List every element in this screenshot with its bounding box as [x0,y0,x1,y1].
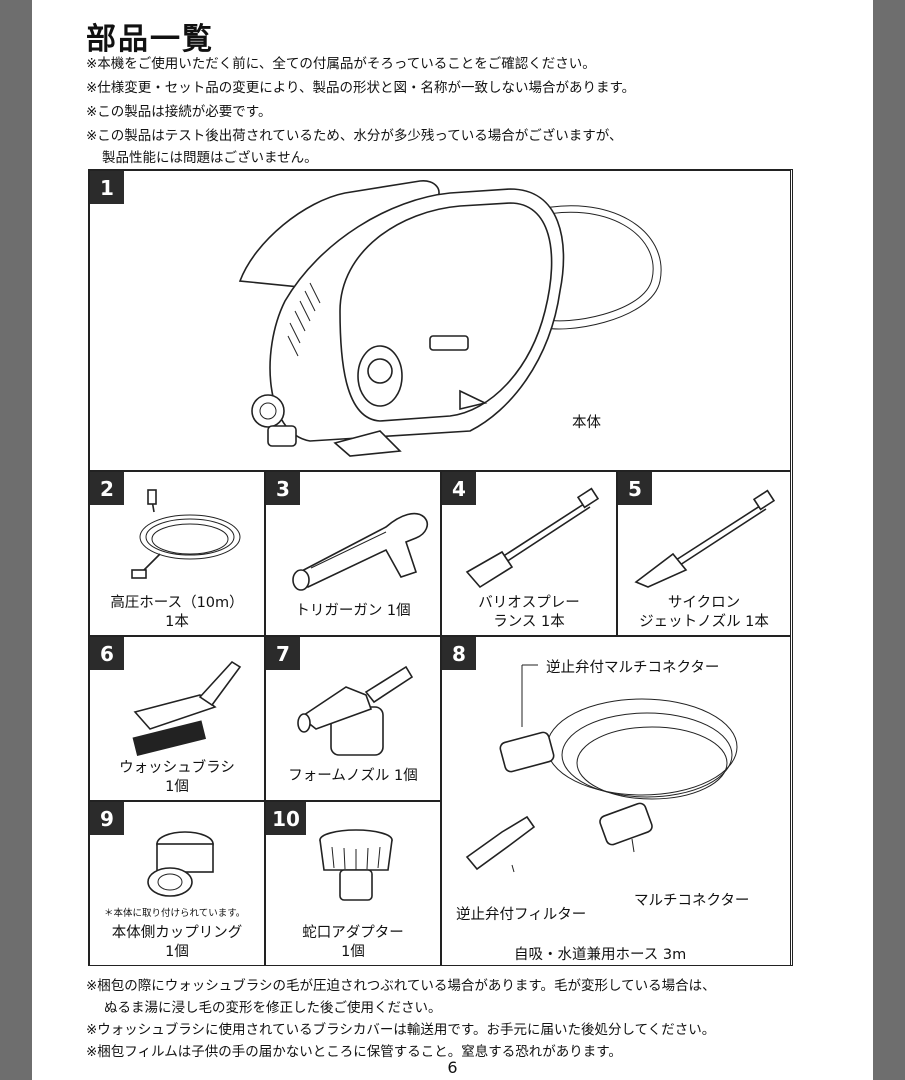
footnote-2: ぬるま湯に浸し毛の変形を修正した後ご使用ください。 [104,1000,442,1016]
note-2: ※仕様変更・セット品の変更により、製品の形状と図・名称が一致しない場合があります… [86,80,636,96]
page-title: 部品一覧 [86,22,214,57]
part-7-cell: 7 フォームノズル 1個 [265,636,441,801]
multi-connector-hose-illustration [465,664,738,873]
part-2-caption: 高圧ホース（10m） 1本 [110,595,244,630]
high-pressure-hose-icon [131,489,241,579]
faucet-adapter-icon [319,829,393,901]
part-4-cell: 4 バリオスプレー ランス 1本 [441,471,617,636]
note-4: ※この製品はテスト後出荷されているため、水分が多少残っている場合がございますが、 [86,128,623,144]
manual-page: 部品一覧 ※本機をご使用いただく前に、全ての付属品がそろっていることをご確認くだ… [32,0,873,1080]
coupling-icon [147,831,214,897]
part-5-cell: 5 サイクロン ジェットノズル 1本 [617,471,791,636]
part-7-caption: フォームノズル 1個 [288,768,418,784]
note-3: ※この製品は接続が必要です。 [86,104,272,120]
part-2-cell: 2 高圧ホース（10m） 1本 [89,471,265,636]
part-number-6: 6 [90,637,124,670]
check-valve-filter-label: 逆止弁付フィルター [456,907,587,923]
part-10-cell: 10 蛇口アダプター 1個 [265,801,441,966]
part-number-9: 9 [90,802,124,835]
part-9-caption: 本体側カップリング 1個 [111,925,243,960]
multi-connector-check-valve-label: 逆止弁付マルチコネクター [546,660,720,676]
part-9-cell: 9 ＊本体に取り付けられています。 本体側カップリング 1個 [89,801,265,966]
part-3-caption: トリガーガン 1個 [295,603,411,619]
part-4-caption: バリオスプレー ランス 1本 [478,595,580,630]
footnote-1: ※梱包の際にウォッシュブラシの毛が圧迫されつぶれている場合があります。毛が変形し… [86,978,716,994]
part-number-4: 4 [442,472,476,505]
part-number-7: 7 [266,637,300,670]
part-number-10: 10 [266,802,306,835]
part-5-caption: サイクロン ジェットノズル 1本 [639,595,769,630]
coupling-attached-note: ＊本体に取り付けられています。 [104,908,246,919]
parts-grid: 1 本体 [88,169,793,966]
part-number-1: 1 [90,171,124,204]
part-1-cell: 1 本体 [89,170,791,471]
part-number-3: 3 [266,472,300,505]
foam-nozzle-icon [297,665,414,756]
pressure-washer-body-illustration [238,180,662,457]
part-number-5: 5 [618,472,652,505]
vario-spray-lance-icon [465,487,600,589]
wash-brush-icon [132,660,242,757]
note-1: ※本機をご使用いただく前に、全ての付属品がそろっていることをご確認ください。 [86,56,596,72]
part-10-caption: 蛇口アダプター 1個 [302,925,404,960]
footnote-3: ※ウォッシュブラシに使用されているブラシカバーは輸送用です。お手元に届いた後処分… [86,1022,716,1038]
part-number-8: 8 [442,637,476,670]
part-6-caption: ウォッシュブラシ 1個 [119,760,235,795]
part-8-cell: 8 逆止弁付マルチコネクター 逆止弁付フィルター マルチコネクター 自吸・水道兼… [441,636,791,966]
page-number: 6 [447,1058,458,1077]
part-6-cell: 6 ウォッシュブラシ 1個 [89,636,265,801]
trigger-gun-icon [292,512,428,591]
note-5: 製品性能には問題はございません。 [102,150,318,166]
part-1-label: 本体 [572,415,601,431]
cyclone-jet-nozzle-icon [634,489,776,588]
multi-connector-label: マルチコネクター [634,893,750,909]
part-number-2: 2 [90,472,124,505]
footnote-4: ※梱包フィルムは子供の手の届かないところに保管すること。窒息する恐れがあります。 [86,1044,622,1060]
self-priming-hose-label: 自吸・水道兼用ホース 3m [514,947,687,963]
part-3-cell: 3 トリガーガン 1個 [265,471,441,636]
